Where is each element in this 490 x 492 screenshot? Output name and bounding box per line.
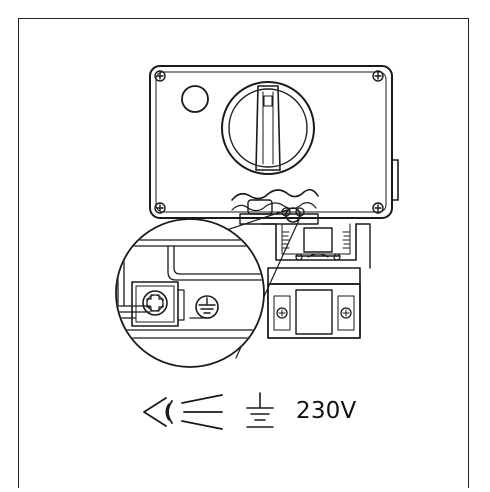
ground-symbol-icon — [246, 392, 274, 428]
rotary-knob — [221, 81, 315, 175]
eye-icon — [143, 394, 223, 430]
housing-screw-icon — [154, 70, 384, 214]
actuator-housing — [149, 65, 399, 219]
indicator-window — [181, 85, 209, 113]
diagram-frame — [18, 18, 469, 488]
terminal-cutaway — [231, 188, 319, 225]
mounting-bracket — [261, 223, 371, 339]
magnified-detail — [115, 218, 265, 368]
voltage-label: 230V — [296, 398, 357, 424]
earth-terminal-marker — [285, 207, 301, 223]
